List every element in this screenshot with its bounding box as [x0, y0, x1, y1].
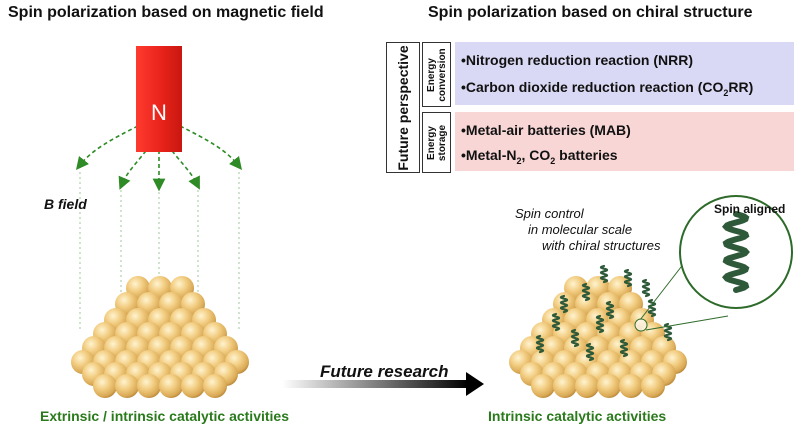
left-sphere-pyramid	[71, 276, 249, 398]
chiral-helix	[619, 338, 629, 358]
b-field-label: B field	[44, 196, 87, 212]
magnet-pole-label: N	[151, 100, 167, 125]
catalyst-sphere	[203, 374, 227, 398]
catalyst-sphere	[641, 374, 665, 398]
left-heading: Spin polarization based on magnetic fiel…	[8, 4, 324, 21]
spin-control-line1: Spin control	[515, 206, 584, 221]
energy-conversion-label: Energy conversion	[426, 48, 448, 101]
magnifier-connector	[639, 257, 729, 331]
chiral-helix	[722, 211, 750, 293]
chiral-helix	[535, 334, 545, 354]
catalyst-sphere	[93, 374, 117, 398]
right-caption: Intrinsic catalytic activities	[488, 408, 667, 424]
spin-control-text: Spin control in molecular scale with chi…	[515, 206, 660, 254]
chiral-helix	[605, 300, 615, 320]
energy-storage-panel: •Metal-air batteries (MAB) •Metal-N2, CO…	[455, 112, 794, 171]
spin-control-line3: with chiral structures	[542, 238, 661, 253]
energy-storage-box: Energy storage	[422, 112, 451, 173]
chiral-helix	[551, 312, 561, 332]
mab-item: •Metal-air batteries (MAB)	[461, 122, 631, 138]
catalyst-sphere	[137, 374, 161, 398]
chiral-helix	[559, 294, 569, 314]
metal-n2-co2-item: •Metal-N2, CO2 batteries	[461, 147, 618, 166]
bar-magnet: N	[136, 46, 182, 152]
spin-aligned-magnifier	[679, 195, 793, 309]
catalyst-sphere	[181, 374, 205, 398]
spin-aligned-label: Spin aligned	[714, 202, 786, 216]
energy-storage-label-line2: storage	[436, 124, 448, 161]
catalyst-sphere	[575, 374, 599, 398]
future-perspective-title: Future perspective	[395, 44, 411, 171]
catalyst-sphere	[115, 374, 139, 398]
catalyst-sphere	[619, 374, 643, 398]
magnifier-source-ring	[634, 318, 648, 332]
catalyst-sphere	[159, 374, 183, 398]
catalyst-sphere	[597, 374, 621, 398]
field-line	[167, 144, 200, 190]
chiral-helix	[595, 314, 605, 334]
chiral-helix	[641, 278, 651, 298]
energy-storage-label-line1: Energy	[425, 125, 437, 160]
field-line	[118, 144, 151, 190]
nrr-item: •Nitrogen reduction reaction (NRR)	[461, 52, 694, 68]
future-perspective-box: Future perspective	[386, 42, 420, 173]
chiral-helix	[599, 264, 609, 284]
future-research-label: Future research	[320, 362, 449, 381]
spin-aligned-helix	[722, 211, 750, 293]
chiral-helix	[585, 342, 595, 362]
energy-conversion-label-line1: Energy	[425, 57, 437, 92]
field-line	[179, 125, 243, 170]
right-sphere-pyramid	[509, 276, 687, 398]
chiral-helix	[647, 298, 657, 318]
spin-control-line2: in molecular scale	[528, 222, 633, 237]
chiral-helix	[581, 282, 591, 302]
field-line	[75, 125, 139, 170]
energy-conversion-panel: •Nitrogen reduction reaction (NRR) •Carb…	[455, 42, 794, 105]
catalyst-sphere	[531, 374, 555, 398]
right-heading: Spin polarization based on chiral struct…	[428, 4, 753, 21]
chiral-helix	[570, 328, 580, 348]
chiral-helix	[623, 268, 633, 288]
co2rr-item: •Carbon dioxide reduction reaction (CO2R…	[461, 79, 754, 98]
field-guide-lines	[79, 172, 240, 330]
energy-storage-label: Energy storage	[426, 124, 448, 160]
energy-conversion-label-line2: conversion	[436, 47, 448, 102]
left-caption: Extrinsic / intrinsic catalytic activiti…	[40, 408, 289, 424]
catalyst-sphere	[553, 374, 577, 398]
energy-conversion-box: Energy conversion	[422, 42, 451, 107]
magnetic-field-lines	[75, 125, 243, 192]
future-research-arrow	[282, 372, 484, 396]
